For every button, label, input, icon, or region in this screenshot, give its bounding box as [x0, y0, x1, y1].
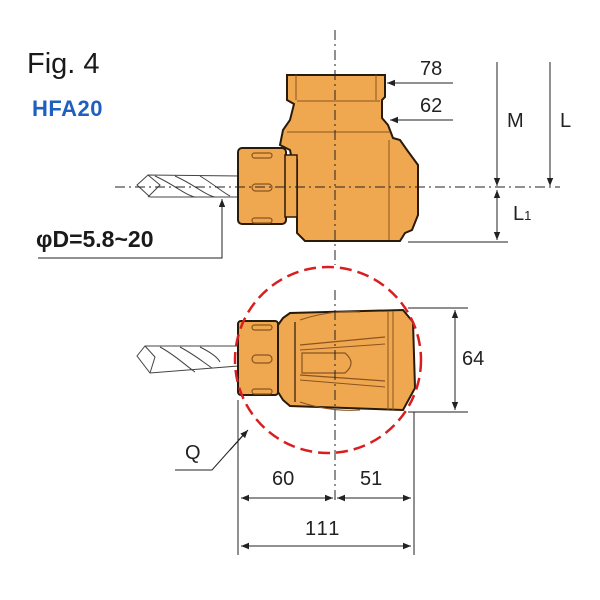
dim-51: 51 [360, 468, 383, 490]
dim-Q: Q [185, 442, 201, 464]
dim-L1-main: L [513, 203, 525, 225]
dim-L1: L1 [513, 203, 531, 226]
dim-78: 78 [420, 58, 443, 80]
detail-q-highlight-circle [233, 265, 423, 455]
dim-L: L [560, 110, 572, 132]
dim-60: 60 [272, 468, 295, 490]
dim-64: 64 [462, 348, 485, 370]
top-view-drill-bit [136, 174, 241, 198]
dim-111: 111 [305, 518, 342, 540]
top-view-head-body [237, 74, 419, 242]
bottom-view-dimension-lines [175, 307, 468, 555]
top-view-dimension-lines [38, 62, 554, 259]
bottom-view-head-body [237, 308, 417, 412]
diameter-range-label: φD=5.8~20 [36, 226, 154, 252]
bottom-view-drill-bit [136, 345, 239, 374]
dim-M: M [507, 110, 524, 132]
model-name: HFA20 [32, 96, 103, 121]
figure-title: Fig. 4 [27, 48, 100, 80]
dim-L1-subscript: 1 [524, 208, 532, 223]
dim-62: 62 [420, 95, 443, 117]
top-view-centerlines [115, 30, 560, 265]
